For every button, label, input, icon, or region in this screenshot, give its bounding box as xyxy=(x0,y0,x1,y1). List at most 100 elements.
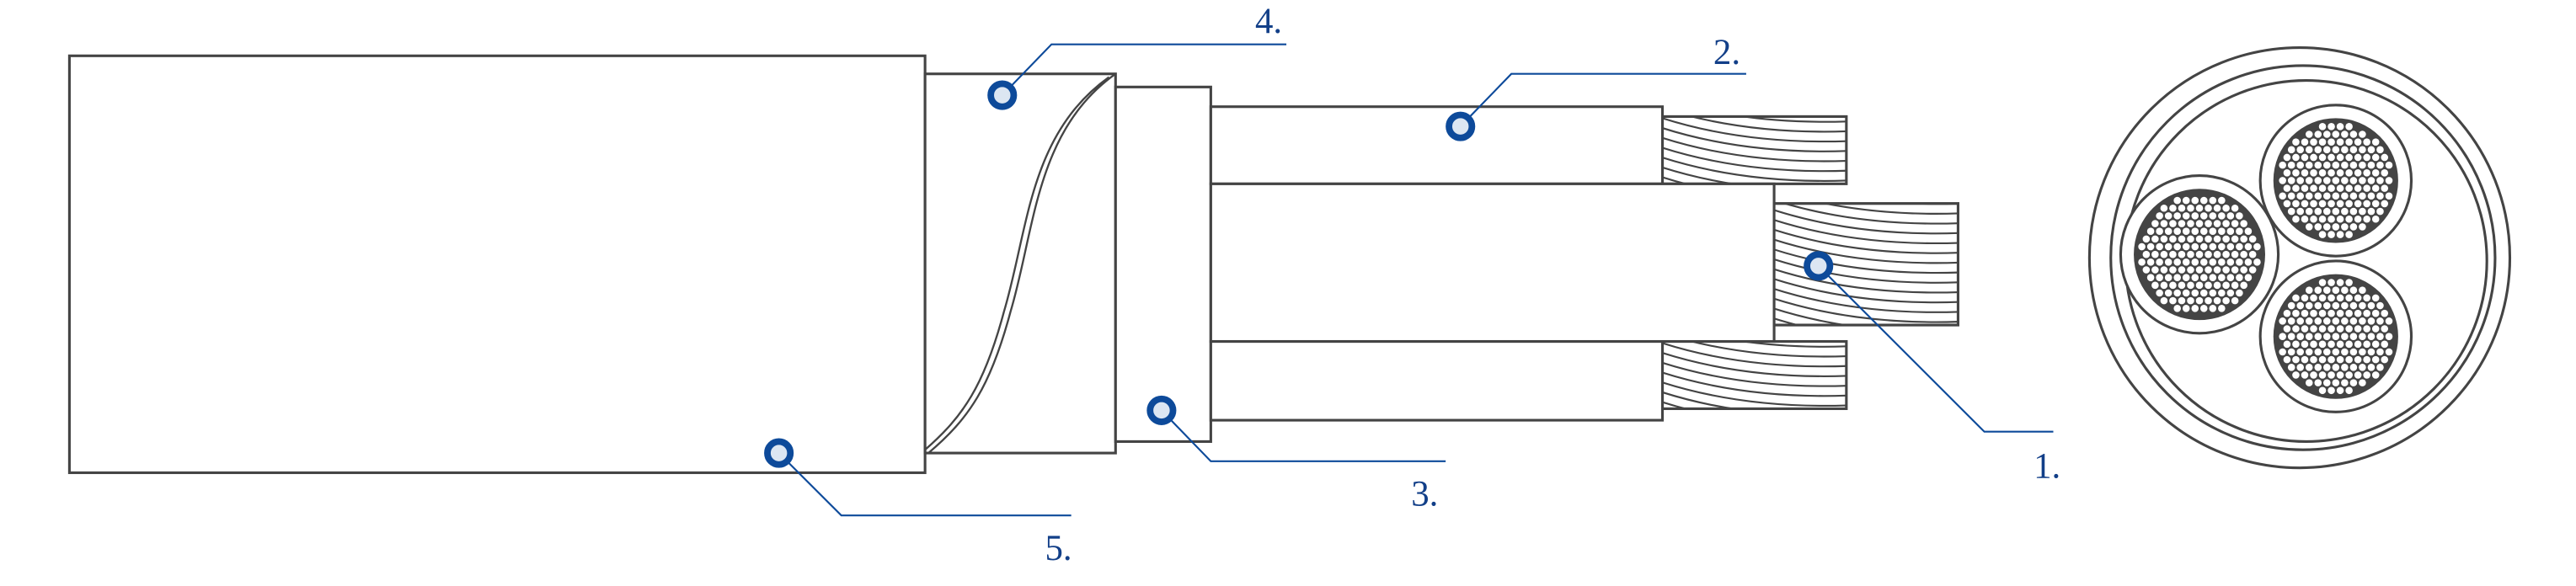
wire-strand xyxy=(2341,161,2349,169)
wire-strand xyxy=(2182,212,2190,220)
wire-strand xyxy=(2287,348,2295,356)
wire-strand xyxy=(2151,266,2159,274)
wire-strand xyxy=(2323,177,2331,184)
wire-strand xyxy=(2359,177,2366,184)
strand-line xyxy=(1774,238,1959,264)
wire-strand xyxy=(2301,294,2309,302)
wire-strand xyxy=(2292,294,2300,302)
core-insulation-top xyxy=(1209,105,1665,185)
wire-strand xyxy=(2244,274,2253,281)
wire-strand xyxy=(2301,184,2309,192)
wire-strand xyxy=(2253,258,2261,266)
wire-strand xyxy=(2323,161,2331,169)
wire-strand xyxy=(2160,220,2168,227)
wire-strand xyxy=(2318,138,2327,146)
wire-strand xyxy=(2341,301,2349,310)
wire-strand xyxy=(2244,258,2253,266)
wire-strand xyxy=(2341,286,2349,294)
wire-strand xyxy=(2187,266,2194,274)
wire-strand xyxy=(2287,161,2295,169)
wire-strand xyxy=(2236,289,2243,297)
wire-strand xyxy=(2283,184,2291,192)
wire-strand xyxy=(2327,371,2335,379)
wire-strand xyxy=(2151,281,2159,290)
wire-strand xyxy=(2305,333,2313,340)
wire-strand xyxy=(2332,379,2340,386)
wire-strand xyxy=(2169,235,2177,243)
wire-strand xyxy=(2349,146,2358,154)
wire-strand xyxy=(2363,184,2370,192)
wire-strand xyxy=(2292,340,2300,349)
wire-strand xyxy=(2173,258,2181,266)
wire-strand xyxy=(2310,169,2317,177)
wire-strand xyxy=(2314,286,2322,294)
wire-strand xyxy=(2164,242,2172,251)
wire-strand xyxy=(2283,309,2291,317)
wire-strand xyxy=(2359,146,2366,154)
wire-strand xyxy=(2318,123,2327,131)
wire-strand xyxy=(2332,192,2340,200)
wire-strand xyxy=(2296,161,2305,169)
wire-strand xyxy=(2138,258,2146,266)
wire-strand xyxy=(2314,301,2322,310)
wire-strand xyxy=(2296,364,2305,371)
wire-strand xyxy=(2359,223,2366,231)
wire-strand xyxy=(2349,317,2358,325)
wire-strand xyxy=(2376,192,2384,200)
wire-strand xyxy=(2336,325,2344,333)
wire-strand xyxy=(2310,138,2317,146)
wire-strand xyxy=(2205,250,2212,258)
wire-strand xyxy=(2345,138,2353,146)
wire-strand xyxy=(2371,153,2380,162)
wire-strand xyxy=(2292,215,2300,223)
wire-strand xyxy=(2354,153,2362,162)
wire-strand xyxy=(2336,386,2344,395)
wire-strand xyxy=(2318,169,2327,177)
wire-strand xyxy=(2160,296,2168,305)
wire-strand xyxy=(2305,364,2313,371)
wire-strand xyxy=(2279,192,2286,200)
wire-strand xyxy=(2182,274,2190,281)
wire-strand xyxy=(2222,281,2230,290)
wire-strand xyxy=(2376,333,2384,340)
wire-strand xyxy=(2318,355,2327,364)
wire-strand xyxy=(2142,235,2151,243)
wire-strand xyxy=(2156,212,2163,220)
wire-strand xyxy=(2178,235,2186,243)
wire-strand xyxy=(2341,379,2349,386)
wire-strand xyxy=(2376,301,2384,310)
wire-strand xyxy=(2301,200,2309,208)
wire-strand xyxy=(2341,146,2349,154)
wire-strand xyxy=(2178,266,2186,274)
wire-strand xyxy=(2327,153,2335,162)
wire-strand xyxy=(2218,196,2226,205)
wire-strand xyxy=(2164,258,2172,266)
wire-strand xyxy=(2349,333,2358,340)
wire-strand xyxy=(2371,340,2380,349)
wire-strand xyxy=(2178,204,2186,212)
wire-strand xyxy=(2191,289,2199,297)
wire-strand xyxy=(2318,153,2327,162)
wire-strand xyxy=(2253,242,2261,251)
wire-strand xyxy=(2381,153,2389,162)
wire-strand xyxy=(2173,212,2181,220)
wire-strand xyxy=(2354,138,2362,146)
wire-strand xyxy=(2287,301,2295,310)
wire-strand xyxy=(2376,364,2384,371)
wire-strand xyxy=(2173,305,2181,312)
wire-strand xyxy=(2305,131,2313,138)
wire-strand xyxy=(2169,266,2177,274)
wire-strand xyxy=(2222,250,2230,258)
wire-strand xyxy=(2323,131,2331,138)
strand-line xyxy=(1662,117,1846,143)
wire-strand xyxy=(2327,386,2335,395)
wire-strand xyxy=(2231,281,2239,290)
wire-strand xyxy=(2381,340,2389,349)
wire-strand xyxy=(2385,192,2393,200)
wire-strand xyxy=(2182,305,2190,312)
wire-strand xyxy=(2236,212,2243,220)
wire-strand xyxy=(2371,371,2380,379)
wire-strand xyxy=(2314,177,2322,184)
wire-strand xyxy=(2345,184,2353,192)
wire-strand xyxy=(2381,200,2389,208)
